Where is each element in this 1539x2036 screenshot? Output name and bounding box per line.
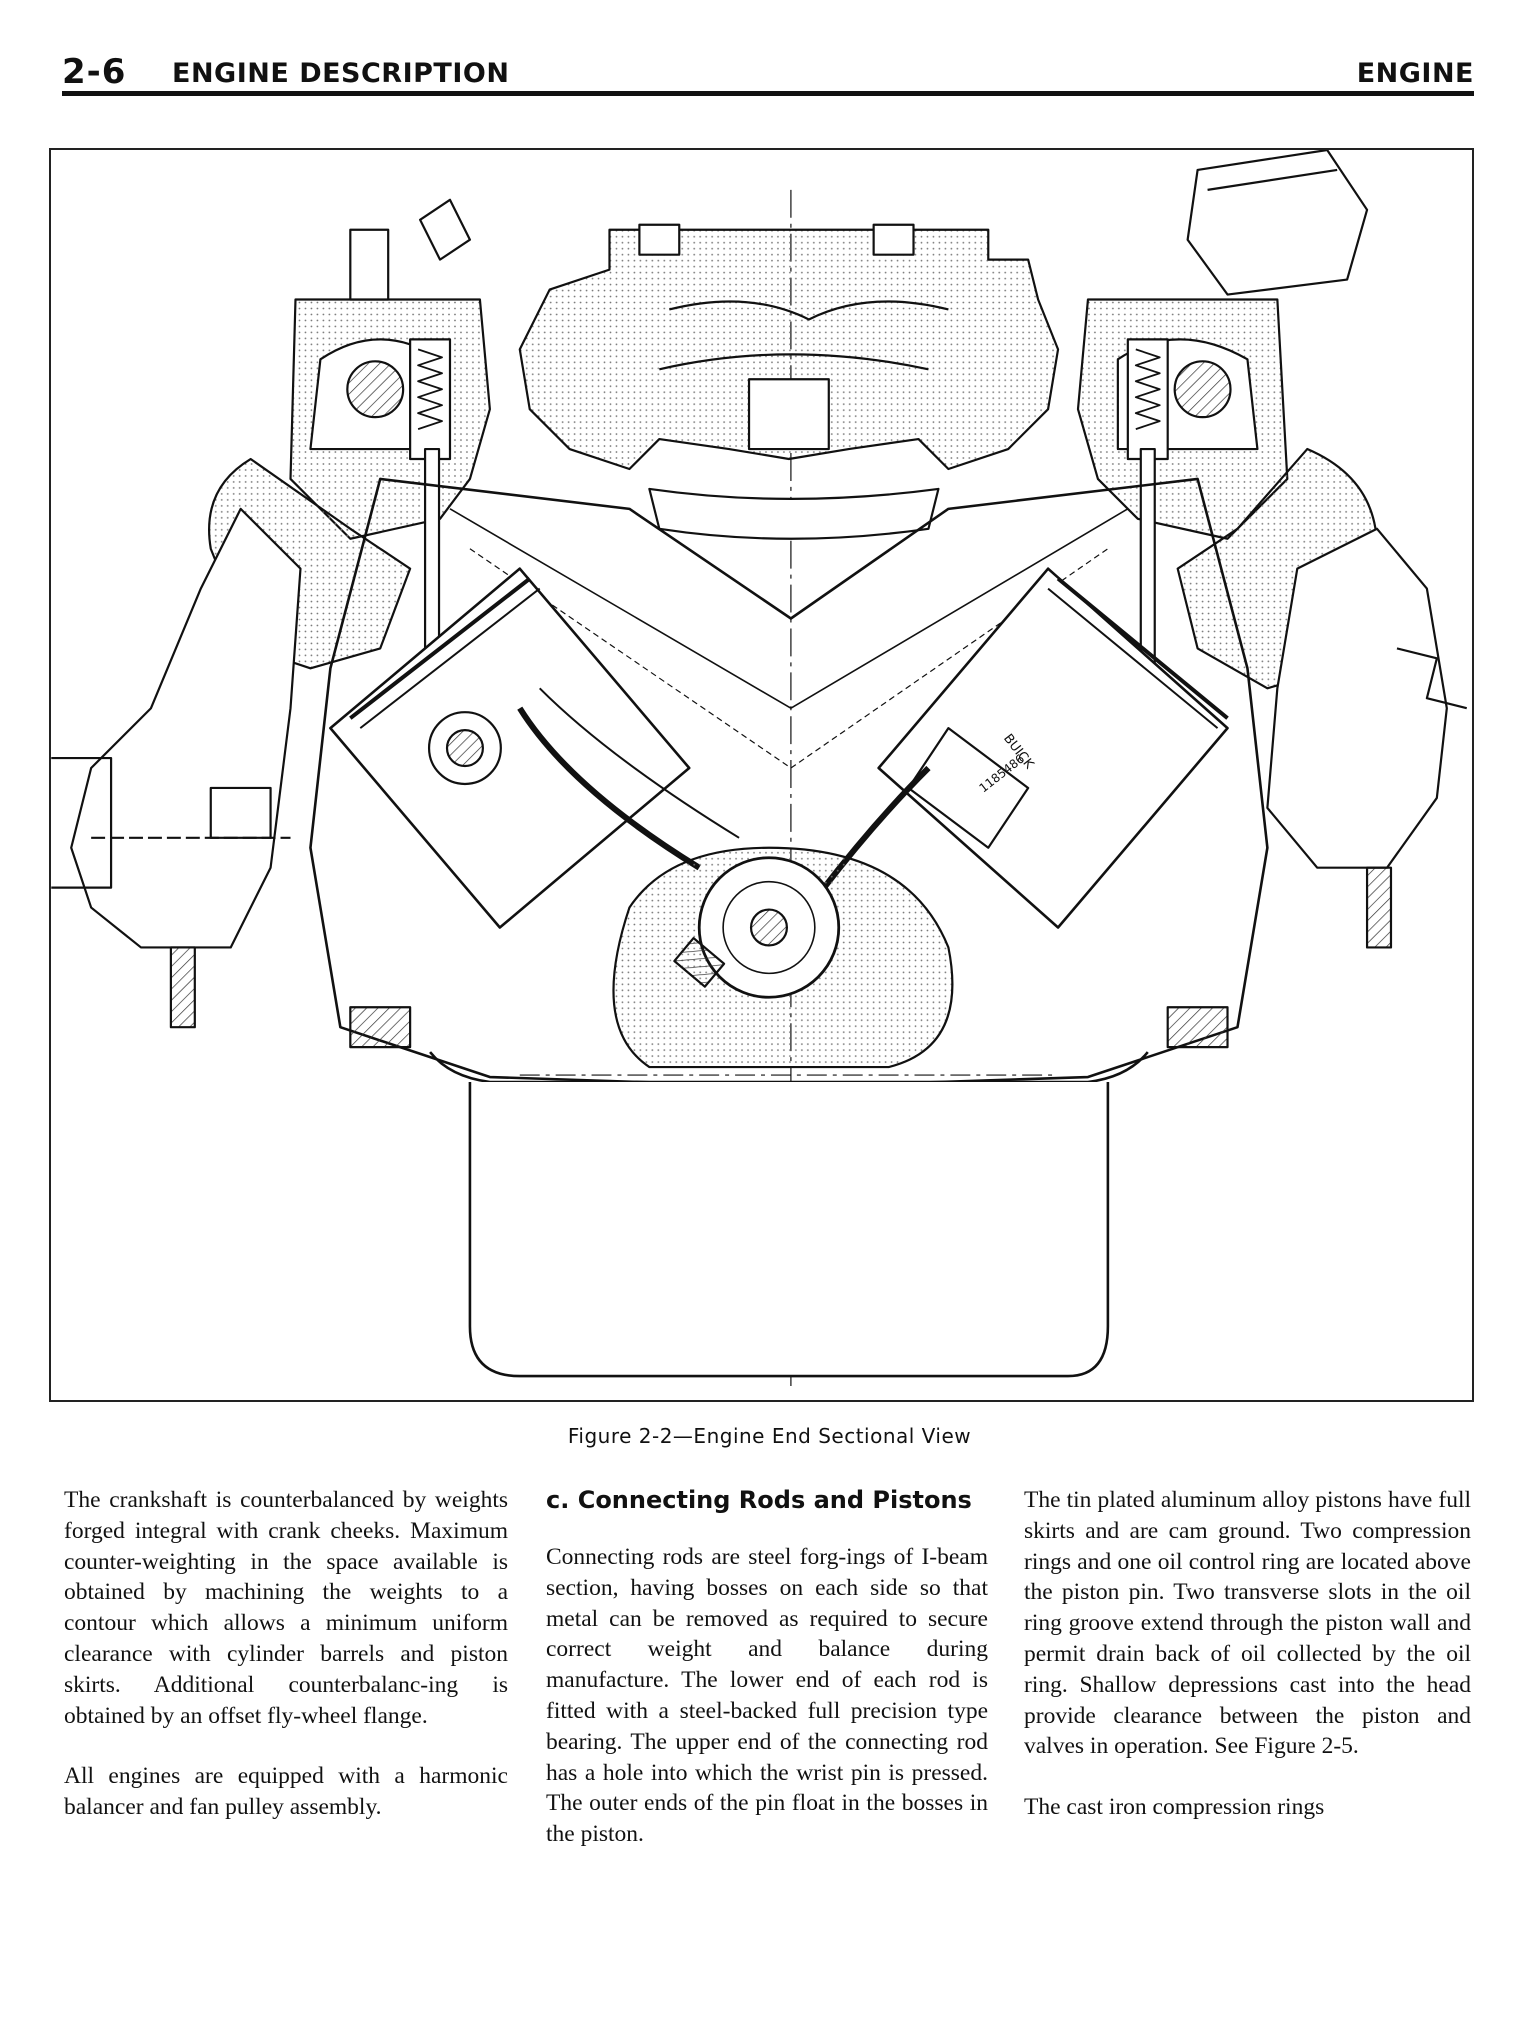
paragraph-connecting-rods: Connecting rods are steel forg-ings of I…	[546, 1544, 988, 1848]
chapter-title: ENGINE	[1356, 58, 1474, 89]
oil-pan	[429, 1051, 1149, 1378]
left-piston-assembly	[329, 567, 740, 929]
engine-sectional-illustration: BUICK 1185486	[49, 148, 1474, 1402]
right-cylinder-head	[1076, 150, 1379, 690]
section-heading-connecting-rods: c. Connecting Rods and Pistons	[546, 1486, 972, 1514]
paragraph-crankshaft-counterbalance: The crankshaft is counterbalanced by wei…	[64, 1487, 508, 1729]
right-piston-assembly: BUICK 1185486	[806, 567, 1229, 929]
text-column-2: c. Connecting Rods and Pistons Connectin…	[546, 1485, 988, 1880]
text-column-3: The tin plated aluminum alloy pistons ha…	[1024, 1485, 1471, 1853]
text-column-1: The crankshaft is counterbalanced by wei…	[64, 1485, 508, 1853]
section-title: ENGINE DESCRIPTION	[172, 58, 510, 89]
paragraph-compression-rings: The cast iron compression rings	[1024, 1794, 1325, 1821]
page-number: 2-6	[62, 52, 127, 92]
paragraph-harmonic-balancer: All engines are equipped with a harmonic…	[64, 1763, 508, 1821]
engine-drawing: BUICK 1185486	[51, 150, 1468, 1387]
crankshaft	[612, 846, 954, 1069]
page-header: 2-6 ENGINE DESCRIPTION ENGINE	[62, 52, 1474, 96]
right-exhaust-manifold	[1266, 527, 1468, 949]
paragraph-pistons: The tin plated aluminum alloy pistons ha…	[1024, 1487, 1471, 1760]
intake-manifold	[518, 223, 1060, 540]
left-exhaust-manifold	[51, 507, 302, 1029]
figure-caption: Figure 2-2—Engine End Sectional View	[567, 1424, 972, 1448]
engine-block	[309, 477, 1269, 1089]
